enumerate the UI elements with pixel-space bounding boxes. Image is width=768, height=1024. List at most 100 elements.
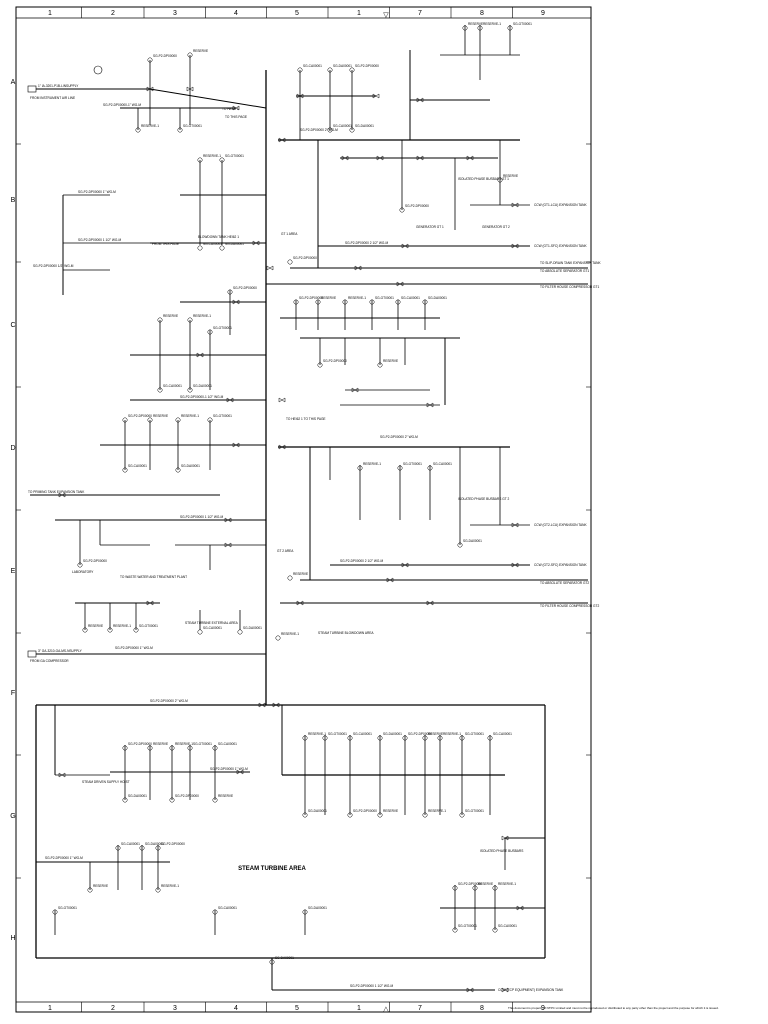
instrument-label: SG-P2-DP00000	[405, 204, 429, 208]
valve-icon	[511, 202, 519, 208]
note-st-blowdown: STEAM TURBINE BLOWDOWN AREA	[318, 631, 374, 635]
valve-icon	[58, 492, 66, 498]
instrument-label: SG-P2-DP00000	[175, 794, 199, 798]
instrument-label: SG-DA00001	[383, 732, 402, 736]
pipe-label: SG-P2-DP00000 2 1/2" WG-M	[340, 559, 383, 563]
instrument: RESERVE	[157, 314, 178, 323]
valve-icon	[224, 517, 232, 523]
outlet-ccw-gt1-sfc: CCW (GT1-SFC) EXPANSION TANK	[534, 244, 587, 248]
instrument: SG-CA00001	[197, 626, 222, 635]
instrument-label: RESERVE	[383, 359, 398, 363]
instrument: RESERVE-1	[477, 22, 501, 31]
valve-icon	[386, 577, 394, 583]
instrument-label: SG-CA00001	[203, 626, 222, 630]
instrument-label: RESERVE-1	[113, 624, 131, 628]
note-busbars-gt2: ISOLATED PHASE BUSBARS GT 2	[458, 497, 509, 501]
instrument: RESERVE-1	[175, 414, 199, 423]
instrument-label: SG-GT00001	[375, 296, 394, 300]
pipe-label: SG-P2-DP00000 1" WG-M	[210, 767, 248, 771]
instrument-label: SG-P2-DP00000	[83, 559, 107, 563]
instrument: SG-GT00001	[459, 732, 484, 741]
instrument: SG-CA00001	[297, 64, 322, 73]
instrument: SG-P2-DP00000	[347, 809, 377, 818]
instrument-label: SG-GT00001	[183, 124, 202, 128]
instrument: SG-CA00001	[157, 384, 182, 393]
instrument-label: RESERVE	[218, 794, 233, 798]
instrument: SG-CA00001	[427, 462, 452, 471]
instrument: SG-P2-DP00000	[402, 732, 432, 741]
instrument-label: RESERVE	[468, 22, 483, 26]
valve-icon	[232, 299, 240, 305]
instrument-label: SG-GT00001	[139, 624, 158, 628]
instrument-label: SG-CA00001	[218, 742, 237, 746]
instrument-label: SG-DA00001	[463, 539, 482, 543]
instrument-label: SG-GT00001	[513, 22, 532, 26]
outlet-slip-drain: TO SLIP-DRAIN TANK EXPANSION TANK	[540, 261, 601, 265]
valve-icon	[426, 402, 434, 408]
instrument: SG-P2-DP00000	[169, 794, 199, 803]
section-e-left	[30, 494, 266, 630]
instrument: RESERVE	[462, 22, 483, 31]
instrument-label: SG-DA00001	[181, 464, 200, 468]
instrument-label: RESERVE	[428, 732, 443, 736]
note-busbars: ISOLATED PHASE BUSBARS	[480, 849, 523, 853]
instrument: RESERVE	[82, 624, 103, 633]
instrument: SG-DA00001	[237, 626, 262, 635]
instrument: SG-GT00001	[452, 924, 477, 933]
instrument: RESERVE	[377, 809, 398, 818]
instrument: SG-GT00001	[207, 414, 232, 423]
instrument: SG-CA00001	[115, 842, 140, 851]
instrument-label: SG-DA00001	[243, 626, 262, 630]
valve-icon	[236, 769, 244, 775]
valve-icon	[401, 562, 409, 568]
column-index: 9	[541, 1005, 545, 1012]
instrument: RESERVE	[147, 742, 168, 751]
valve-icon	[258, 702, 266, 708]
instrument-label: SG-GT00001	[458, 924, 477, 928]
pipe-label: SG-P2-DP00000 1" WG-M	[115, 646, 153, 650]
instrument-label: RESERVE	[293, 572, 308, 576]
instrument-label: RESERVE-1	[141, 124, 159, 128]
instrument: SG-DA00001	[219, 242, 244, 251]
instrument: SG-CA00001	[395, 296, 420, 305]
instrument: RESERVE	[377, 359, 398, 368]
instrument: RESERVE-1	[197, 154, 221, 163]
instrument: SG-GT00001	[459, 809, 484, 818]
instrument-label: RESERVE	[321, 296, 336, 300]
area-title: STEAM TURBINE AREA	[238, 866, 306, 872]
note-from-this-page: FROM THIS PAGE	[152, 242, 179, 246]
column-index: 8	[480, 10, 484, 17]
instrument: RESERVE-1	[302, 732, 326, 741]
inlet-instrument-air-line2: FROM INSTRUMENT AIR LINE	[30, 96, 75, 100]
note-priming-tank: TO PRIMING TANK EXPANSION TANK	[28, 490, 85, 494]
outlet-abs-sep-gt1: TO ABSOLUTE SEPARATOR GT1	[540, 269, 589, 273]
instrument: RESERVE	[287, 572, 308, 581]
note-laboratory: LABORATORY	[72, 570, 94, 574]
instrument-label: SG-CA00001	[218, 906, 237, 910]
instrument-label: SG-GT00001	[465, 732, 484, 736]
column-index: 1	[357, 10, 361, 17]
note-gt1-area: GT 1 AREA	[281, 232, 298, 236]
instrument-label: SG-CA00001	[433, 462, 452, 466]
valve-icon	[296, 93, 304, 99]
instrument-label: RESERVE	[193, 49, 208, 53]
instrument: SG-CA00001	[197, 242, 222, 251]
note-blowdown-tank: BLOWDOWN TANK HEI62 1	[198, 235, 239, 239]
valve-icon	[226, 397, 234, 403]
column-index: 3	[173, 10, 177, 17]
valve-icon	[511, 562, 519, 568]
note-gt2-area: GT 2 AREA	[277, 549, 294, 553]
valve-icon	[278, 137, 286, 143]
valve-icon	[354, 265, 362, 271]
instrument-label: RESERVE-1	[498, 882, 516, 886]
instrument-label: SG-P2-DP00000	[408, 732, 432, 736]
instrument: RESERVE	[472, 882, 493, 891]
valve-icon	[296, 600, 304, 606]
instrument: SG-GT00001	[187, 742, 212, 751]
instrument-label: SG-DA00001	[308, 809, 327, 813]
instrument-label: RESERVE	[478, 882, 493, 886]
instrument: SG-P2-DP00000	[452, 882, 482, 891]
instrument-label: SG-DA00001	[225, 242, 244, 246]
